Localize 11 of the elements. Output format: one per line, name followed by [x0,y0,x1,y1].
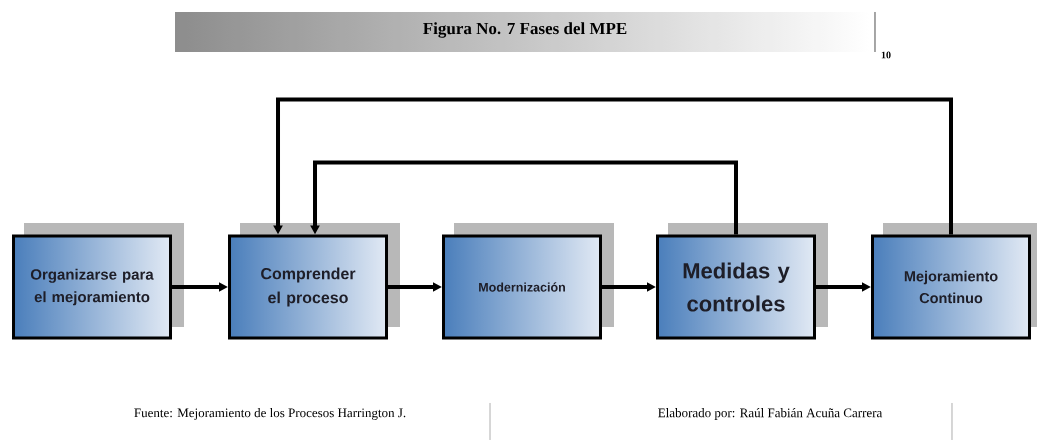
arrow [273,97,953,235]
arrow [310,160,738,235]
process-box: Organizarse para el mejoramiento [12,223,184,340]
process-box: Medidas y controles [656,223,828,340]
source-note: Fuente: Mejoramiento de los Procesos Harrington J. [134,408,406,420]
author-note: Elaborado por: Raúl Fabián Acuña Carrera [658,408,883,420]
process-box: Mejoramiento Continuo [871,223,1037,340]
process-box: Modernización [442,223,614,340]
process-box: Comprender el proceso [228,223,400,340]
page-number: 10 [881,51,891,59]
title-bar: Figura No. 7 Fases del MPE [423,11,876,53]
